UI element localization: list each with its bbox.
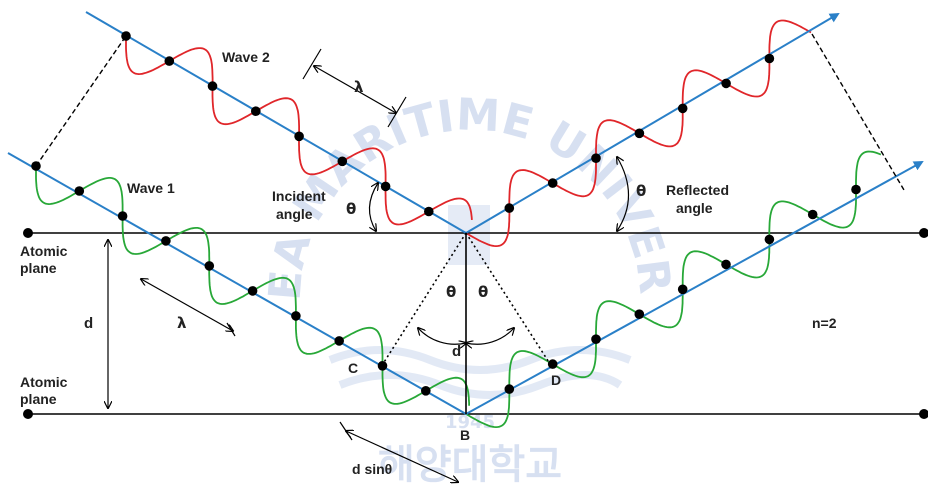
- lambda-top-arrow: [314, 66, 396, 113]
- wave2-reflected-node: [547, 178, 558, 188]
- atomic-plane-bottom-label-2: plane: [20, 391, 57, 407]
- incident-angle-arc: [368, 183, 378, 231]
- wave2-incident-wave: [125, 36, 473, 226]
- wave1-reflected-node: [807, 209, 818, 220]
- plane-endpoint: [23, 228, 33, 238]
- d-center-label: d: [452, 343, 461, 360]
- construction-line-d: [465, 232, 553, 368]
- wave2-reflected-beam: [465, 12, 840, 234]
- wave1-reflected-node: [721, 259, 731, 270]
- seal-year: 1945: [445, 412, 495, 433]
- wave1-reflected-node: [634, 309, 645, 320]
- wave2-incident-node: [424, 206, 434, 217]
- seal-arc-text: KOREA MARITIME UNIVERSITY: [0, 0, 680, 302]
- wave1-incident-node: [334, 336, 345, 346]
- wave2-reflected-node: [764, 53, 775, 64]
- wave1-reflected-beam: [465, 161, 924, 415]
- wave1-incident-node: [161, 236, 171, 246]
- wave1-incident-node: [31, 161, 41, 171]
- theta-left-label: θ: [446, 283, 456, 301]
- point-d-label: D: [551, 372, 561, 388]
- seal-bottom-text: 해양대학교: [378, 442, 562, 488]
- wave1-reflected-node: [851, 184, 861, 195]
- atomic-plane-top-label-1: Atomic: [20, 243, 68, 259]
- lambda-bottom-label: λ: [177, 314, 187, 332]
- atomic-plane-top-label-2: plane: [20, 260, 57, 276]
- wave1-incident-node: [377, 361, 388, 371]
- incident-angle-label-2: angle: [276, 206, 313, 222]
- wave2-reflected-node: [591, 153, 601, 163]
- wave2-incident-node: [380, 181, 391, 192]
- d-sin-theta-label: d sinθ: [352, 461, 392, 477]
- wave1-incident-node: [204, 261, 215, 271]
- wave1-incident-node: [117, 211, 128, 221]
- wave1-incident-node: [421, 386, 431, 396]
- theta-incident-label: θ: [346, 200, 356, 218]
- plane-endpoint: [919, 228, 928, 238]
- d-left-label: d: [84, 315, 93, 332]
- wave2-reflected-node: [677, 103, 688, 114]
- nodes-layer: [31, 31, 861, 396]
- beams: [7, 11, 924, 415]
- wave1-reflected-node: [677, 284, 688, 295]
- theta-arc-left: [418, 328, 466, 344]
- order-label: n=2: [812, 315, 837, 331]
- incident-angle-label-1: Incident: [272, 188, 326, 204]
- plane-endpoint: [919, 409, 928, 419]
- reflected-angle-label-1: Reflected: [666, 182, 729, 198]
- wave2-incident-node: [164, 56, 175, 66]
- construction-line-c: [380, 232, 467, 368]
- d-sin-theta-arrow: [346, 431, 458, 482]
- theta-arc-right: [466, 328, 514, 344]
- wave2-incident-node: [337, 156, 348, 167]
- wave2-incident-node: [121, 31, 131, 41]
- wavefront-reflected: [811, 33, 905, 191]
- wave2-reflected-node: [721, 78, 731, 89]
- wave1-reflected-node: [504, 384, 515, 394]
- theta-reflected-label: θ: [636, 182, 646, 200]
- theta-right-label: θ: [478, 283, 488, 301]
- wavefront-incident: [35, 35, 127, 167]
- wave1-incident-wave: [35, 166, 470, 406]
- wave1-label: Wave 1: [127, 180, 175, 196]
- wave2-reflected-node: [504, 203, 515, 213]
- wave1-incident-node: [291, 311, 301, 321]
- lambda-tick: [302, 48, 322, 80]
- wave1-reflected-node: [547, 359, 558, 369]
- wave1-reflected-node: [764, 234, 775, 245]
- atomic-planes: [23, 228, 928, 419]
- reflected-angle-label-2: angle: [676, 200, 713, 216]
- wave2-label: Wave 2: [222, 49, 270, 65]
- lambda-bottom-arrow: [141, 279, 233, 331]
- plane-endpoint: [23, 409, 33, 419]
- wave1-reflected-wave: [465, 150, 882, 429]
- wave2-incident-node: [207, 81, 218, 91]
- wave2-incident-beam: [85, 11, 467, 234]
- labels: Wave 2 Wave 1 λ λ Incident angle Reflect…: [20, 49, 837, 477]
- wave1-incident-node: [74, 186, 85, 196]
- wave2-incident-node: [294, 131, 304, 142]
- reflected-angle-arc: [617, 157, 630, 231]
- wave2-incident-node: [251, 106, 261, 116]
- wave2-reflected-node: [634, 128, 645, 139]
- wave1-reflected-node: [591, 334, 601, 345]
- wave1-incident-beam: [7, 152, 467, 415]
- atomic-plane-bottom-label-1: Atomic: [20, 374, 68, 390]
- lambda-top-label: λ: [354, 78, 364, 96]
- point-b-label: B: [460, 427, 470, 443]
- wave1-incident-node: [247, 286, 258, 296]
- point-c-label: C: [348, 360, 358, 376]
